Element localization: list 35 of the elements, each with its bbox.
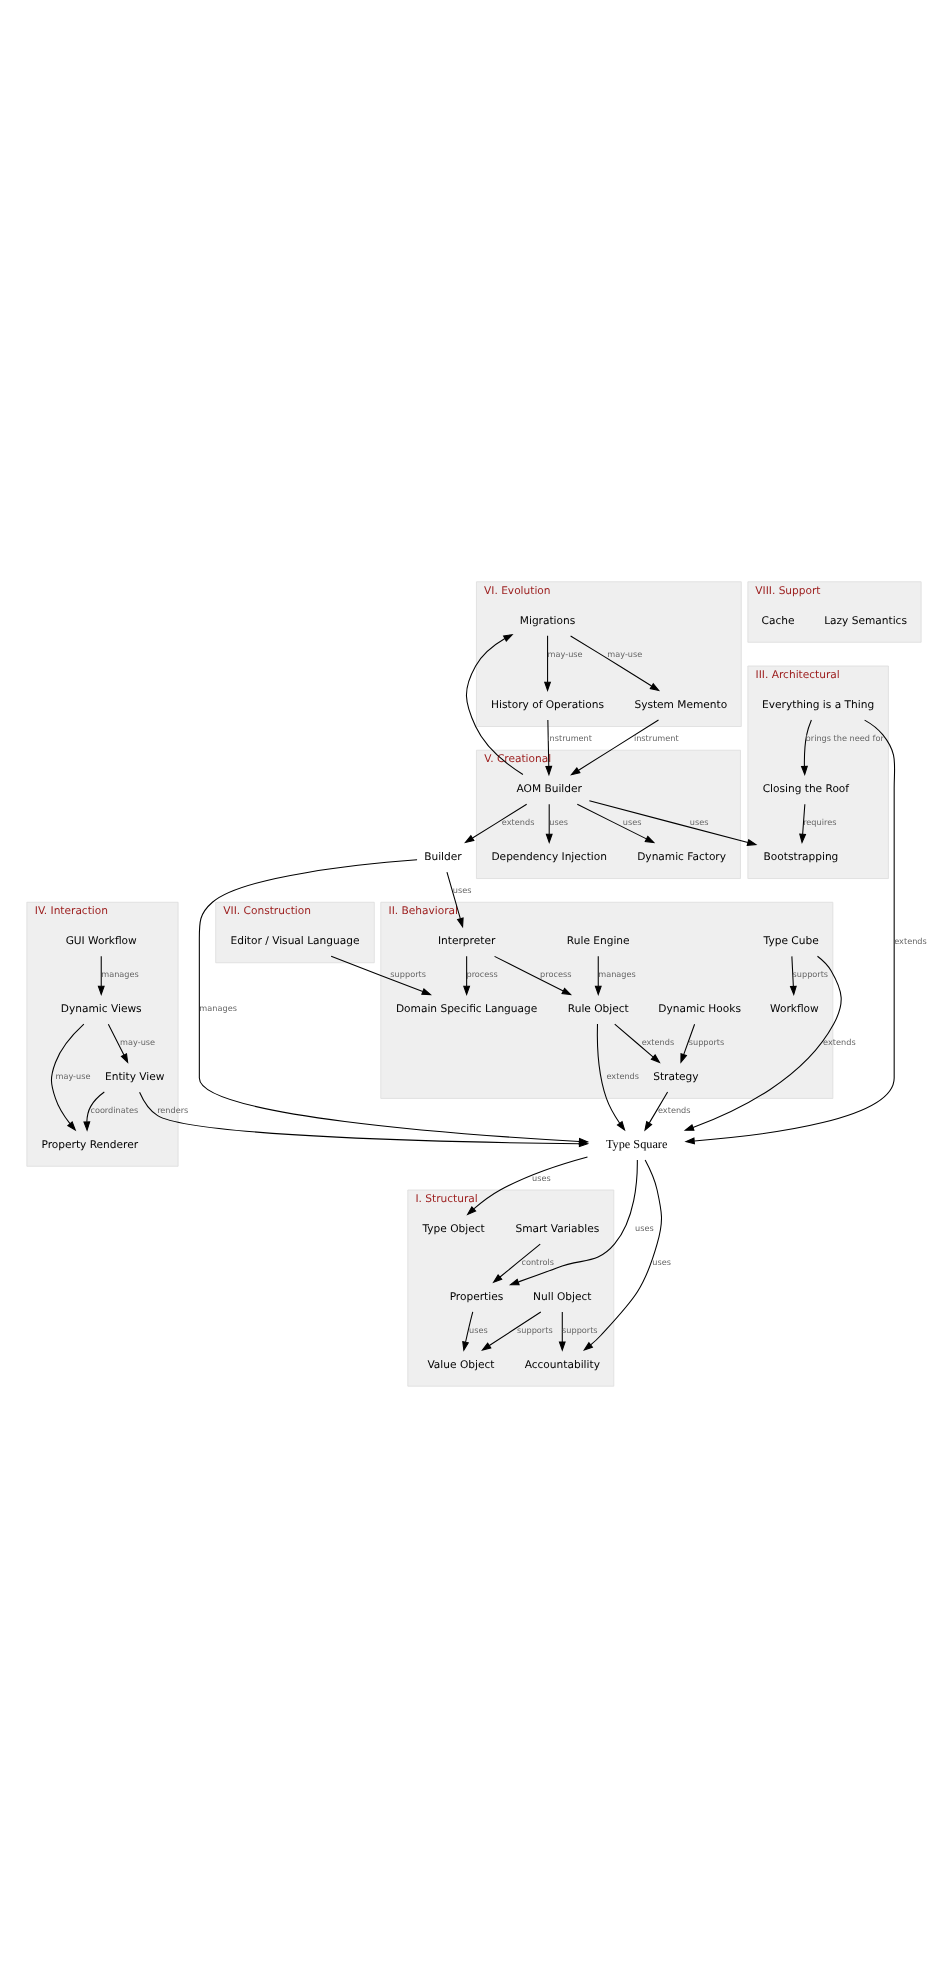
arrow <box>545 719 553 777</box>
arrow <box>492 1243 541 1284</box>
arrow <box>330 955 432 996</box>
arrow <box>680 1023 696 1064</box>
arrow <box>576 803 656 844</box>
arrow <box>446 871 464 929</box>
arrow <box>644 1091 669 1132</box>
arrow <box>543 635 552 692</box>
arrow <box>545 803 553 845</box>
arrow <box>494 955 573 996</box>
arrow <box>481 1311 542 1351</box>
arrow <box>462 1311 474 1352</box>
arrow <box>582 1159 663 1351</box>
arrow <box>596 1023 626 1132</box>
arrow <box>684 719 896 1145</box>
arrow <box>463 955 471 997</box>
arrow <box>594 955 602 997</box>
arrow <box>614 1023 661 1064</box>
arrow <box>466 1156 588 1216</box>
arrow <box>464 803 528 844</box>
arrow <box>558 1311 566 1352</box>
arrow <box>107 1023 129 1064</box>
arrow <box>50 1023 85 1132</box>
arrow <box>800 719 812 777</box>
arrow <box>508 1159 638 1286</box>
arrow <box>789 955 797 997</box>
arrow <box>683 955 842 1131</box>
arrow <box>83 1091 105 1132</box>
arrow <box>198 859 590 1145</box>
arrow <box>570 719 659 776</box>
arrow <box>588 800 758 846</box>
arrow <box>799 803 807 845</box>
arrow <box>570 635 661 692</box>
arrow <box>465 633 524 776</box>
arrow <box>97 955 105 997</box>
